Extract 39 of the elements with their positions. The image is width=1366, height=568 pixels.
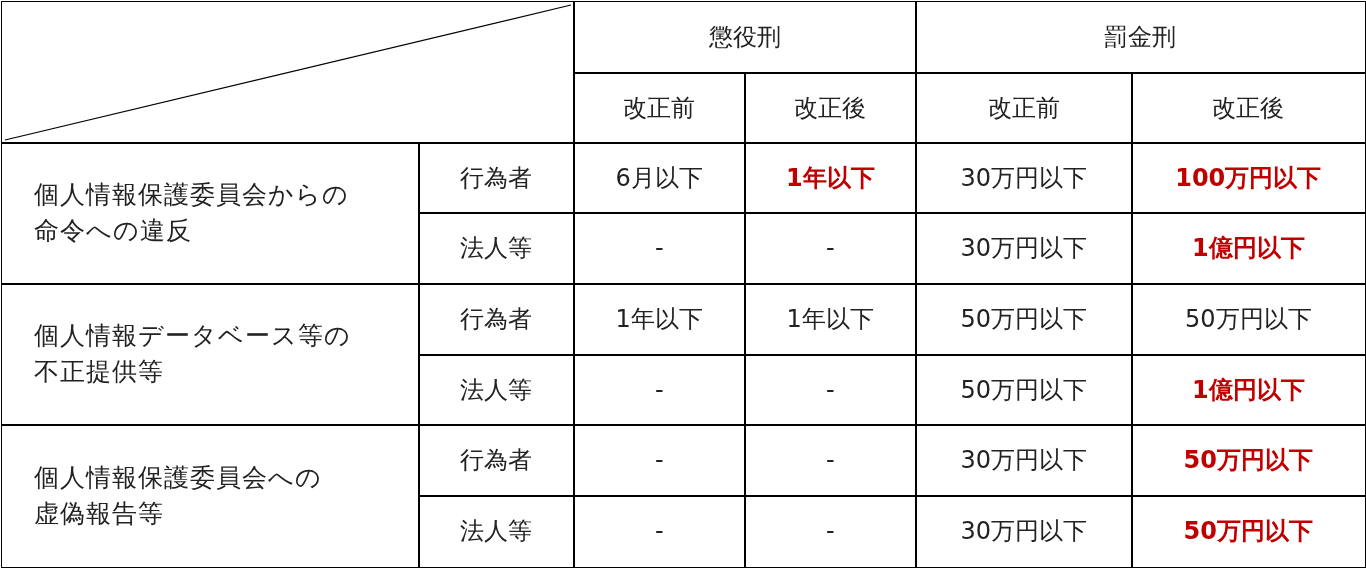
penalty-value: 50万円以下: [960, 304, 1087, 336]
subject-label: 法人等: [460, 233, 533, 265]
penalty-value: 6月以下: [615, 162, 703, 194]
penalty-value: 30万円以下: [960, 162, 1087, 194]
penalty-value: -: [654, 446, 664, 475]
penalty-value: 50万円以下: [960, 374, 1087, 406]
penalty-value: 50万円以下: [1183, 445, 1313, 477]
column-header: 改正後: [1212, 92, 1285, 124]
subject-label: 行為者: [460, 304, 533, 336]
penalty-value: -: [825, 375, 835, 404]
penalty-value: -: [654, 375, 664, 404]
penalty-value: 30万円以下: [960, 233, 1087, 265]
penalty-value: 30万円以下: [960, 445, 1087, 477]
subject-label: 行為者: [460, 162, 533, 194]
penalty-value: 100万円以下: [1175, 162, 1322, 194]
penalty-value: 1年以下: [615, 304, 703, 336]
penalty-value: 1億円以下: [1191, 233, 1305, 265]
row-header: 個人情報保護委員会への虚偽報告等: [34, 461, 323, 530]
column-header: 改正後: [794, 92, 867, 124]
penalty-value: 1億円以下: [1191, 374, 1305, 406]
row-header: 個人情報データベース等の不正提供等: [34, 320, 352, 389]
penalty-value: -: [825, 446, 835, 475]
subject-label: 法人等: [460, 516, 533, 548]
penalty-value: 30万円以下: [960, 516, 1087, 548]
penalty-value: -: [654, 517, 664, 546]
penalty-value: 1年以下: [786, 304, 874, 336]
column-header: 改正前: [623, 92, 696, 124]
subject-label: 行為者: [460, 445, 533, 477]
penalty-value: 1年以下: [785, 162, 875, 194]
column-header: 改正前: [987, 92, 1060, 124]
subject-label: 法人等: [460, 374, 533, 406]
column-header: 罰金刑: [1104, 22, 1177, 54]
penalty-value: 50万円以下: [1183, 516, 1313, 548]
penalty-value: -: [825, 234, 835, 263]
column-header: 懲役刑: [708, 22, 781, 54]
penalty-value: -: [654, 234, 664, 263]
row-header: 個人情報保護委員会からの命令への違反: [34, 179, 350, 248]
penalty-value: -: [825, 517, 835, 546]
penalty-value: 50万円以下: [1184, 304, 1312, 336]
